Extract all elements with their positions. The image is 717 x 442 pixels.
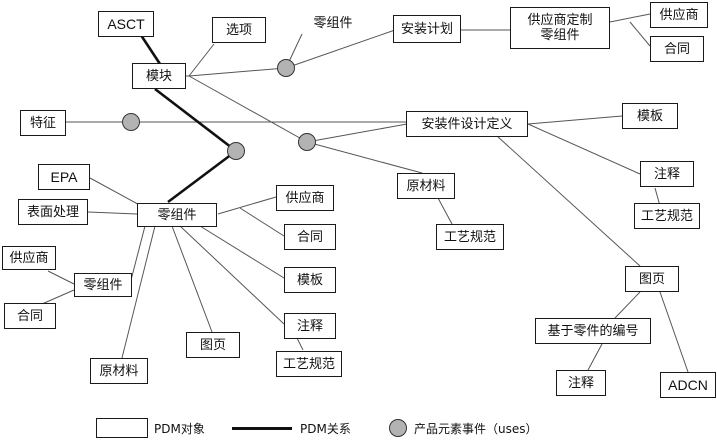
connector-line [306, 123, 408, 143]
node-supplier-top-right: 供应商 [650, 2, 708, 28]
connector-line [188, 75, 308, 143]
connector-line [496, 135, 641, 267]
node-annotation-mid: 注释 [284, 313, 336, 339]
node-contract-left: 合同 [4, 303, 56, 329]
node-contract-mid: 合同 [284, 224, 336, 250]
connector-line [609, 13, 651, 23]
node-supplier-left: 供应商 [2, 246, 56, 270]
connector-line [87, 211, 138, 215]
connector-line [629, 21, 651, 47]
legend-object-swatch [96, 418, 148, 438]
node-process-spec-right: 工艺规范 [634, 203, 700, 229]
node-epa: EPA [38, 164, 90, 190]
legend-event-label: 产品元素事件（uses） [414, 422, 538, 436]
node-asct: ASCT [98, 11, 154, 37]
connector-line [527, 115, 623, 125]
node-install-plan: 安装计划 [393, 15, 461, 43]
connector-line [188, 43, 215, 77]
connector-line [296, 337, 304, 351]
node-surface-treatment: 表面处理 [18, 199, 88, 225]
legend-relation-label: PDM关系 [300, 422, 351, 436]
node-template-right: 模板 [622, 103, 678, 129]
connector-line [437, 197, 453, 225]
node-supplier-custom-component: 供应商定制 零组件 [510, 7, 610, 49]
node-component-main: 零组件 [137, 203, 217, 227]
node-supplier-mid: 供应商 [276, 185, 334, 211]
connector-line [179, 225, 285, 325]
node-adcn: ADCN [660, 372, 716, 398]
node-installed-part-design-definition: 安装件设计定义 [406, 111, 528, 137]
uses-event-circle [227, 142, 245, 160]
node-process-spec-mid: 工艺规范 [436, 224, 504, 250]
connector-line [188, 67, 287, 77]
uses-event-circle [277, 59, 295, 77]
connector-line [659, 291, 689, 373]
legend-object-label: PDM对象 [154, 422, 205, 436]
connector-line [527, 123, 641, 175]
connector-line [129, 225, 146, 285]
node-raw-material-mid: 原材料 [397, 173, 455, 199]
connector-line [306, 141, 423, 174]
node-template-mid: 模板 [284, 267, 336, 293]
node-part-based-numbering: 基于零件的编号 [535, 318, 651, 344]
connector-line [217, 196, 277, 215]
pdm-relation-line [167, 149, 237, 204]
connector-line [239, 207, 285, 237]
node-component-left: 零组件 [74, 273, 132, 297]
uses-event-circle [122, 113, 140, 131]
connector-line [121, 225, 156, 359]
node-feature: 特征 [20, 110, 66, 136]
legend-event-swatch [389, 419, 407, 437]
legend-relation-swatch [232, 427, 292, 430]
connector-line [285, 29, 396, 69]
node-annotation-bottom: 注释 [556, 370, 606, 396]
node-drawing-sheet-right: 图页 [625, 266, 679, 292]
connector-line [89, 177, 146, 209]
node-annotation-right: 注释 [640, 161, 694, 187]
node-options: 选项 [212, 17, 266, 43]
connector-line [41, 289, 75, 305]
node-raw-material-bottom: 原材料 [90, 358, 148, 384]
node-component-top: 零组件 [313, 15, 353, 31]
connector-line [587, 343, 603, 371]
connector-line [47, 270, 75, 285]
uses-event-circle [298, 133, 316, 151]
node-process-spec-bottom: 工艺规范 [276, 351, 342, 377]
node-contract-top-right: 合同 [650, 36, 704, 62]
node-drawing-sheet-mid: 图页 [186, 332, 240, 358]
node-module: 模块 [132, 63, 186, 89]
pdm-relation-line [154, 87, 237, 153]
connector-line [171, 225, 213, 333]
connector-line [614, 291, 641, 319]
connector-line [199, 225, 285, 279]
